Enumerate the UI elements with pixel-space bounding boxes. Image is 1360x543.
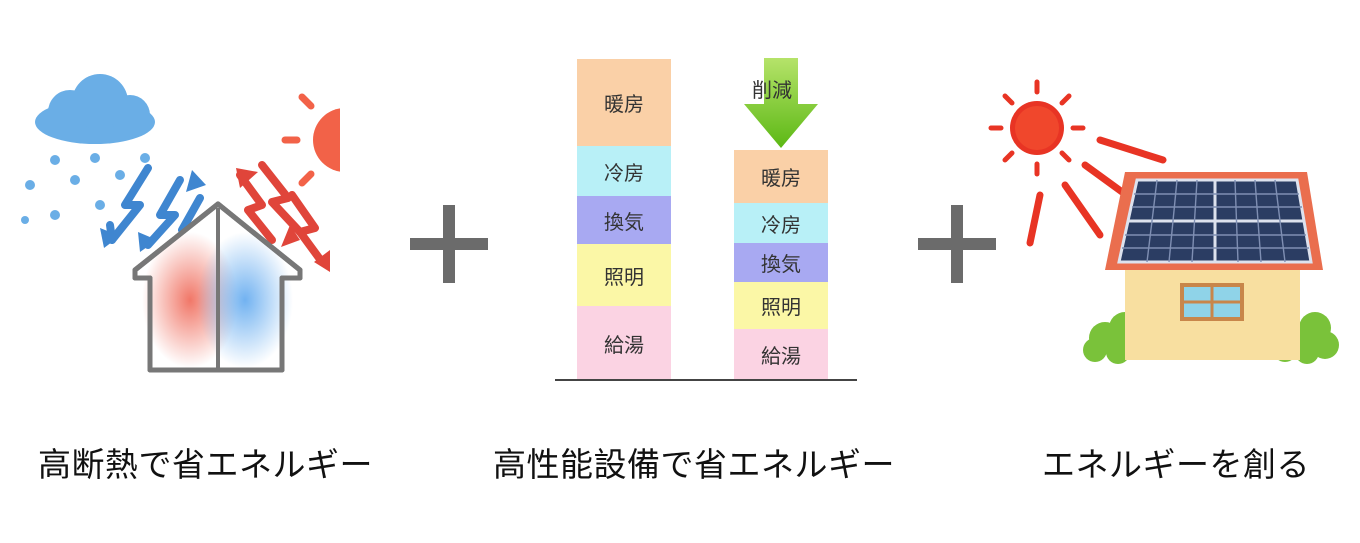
- bar-before-ventilation: 換気: [577, 196, 671, 244]
- cloud-icon: [35, 74, 155, 144]
- bars-baseline: [555, 379, 857, 381]
- bar-after-hotwater: 給湯: [734, 329, 828, 380]
- bar-after-ventilation: 換気: [734, 243, 828, 282]
- snow-icon: [21, 153, 150, 224]
- bar-before-heating: 暖房: [577, 59, 671, 146]
- bar-after-cooling: 冷房: [734, 203, 828, 243]
- reduce-arrow-icon: [744, 58, 818, 148]
- insulated-house-icon: [21, 74, 340, 373]
- caption-create-energy: エネルギーを創る: [1042, 445, 1310, 484]
- plus-icon: [918, 205, 996, 283]
- house-icon: [132, 201, 303, 373]
- caption-equipment: 高性能設備で省エネルギー: [493, 445, 895, 484]
- sun-icon: [281, 93, 340, 187]
- solar-panel-icon: [1117, 178, 1313, 264]
- heat-arrows-icon: [236, 161, 326, 266]
- bar-before-cooling: 冷房: [577, 146, 671, 196]
- bar-after-heating: 暖房: [734, 150, 828, 203]
- caption-insulation: 高断熱で省エネルギー: [38, 445, 373, 484]
- bar-before-hotwater: 給湯: [577, 306, 671, 380]
- solar-house-icon: [988, 79, 1339, 364]
- bar-after-lighting: 照明: [734, 282, 828, 329]
- plus-icon: [410, 205, 488, 283]
- reduce-label: 削減: [752, 78, 792, 102]
- bar-before-lighting: 照明: [577, 244, 671, 306]
- window-icon: [1180, 283, 1244, 321]
- sun-icon: [988, 79, 1167, 247]
